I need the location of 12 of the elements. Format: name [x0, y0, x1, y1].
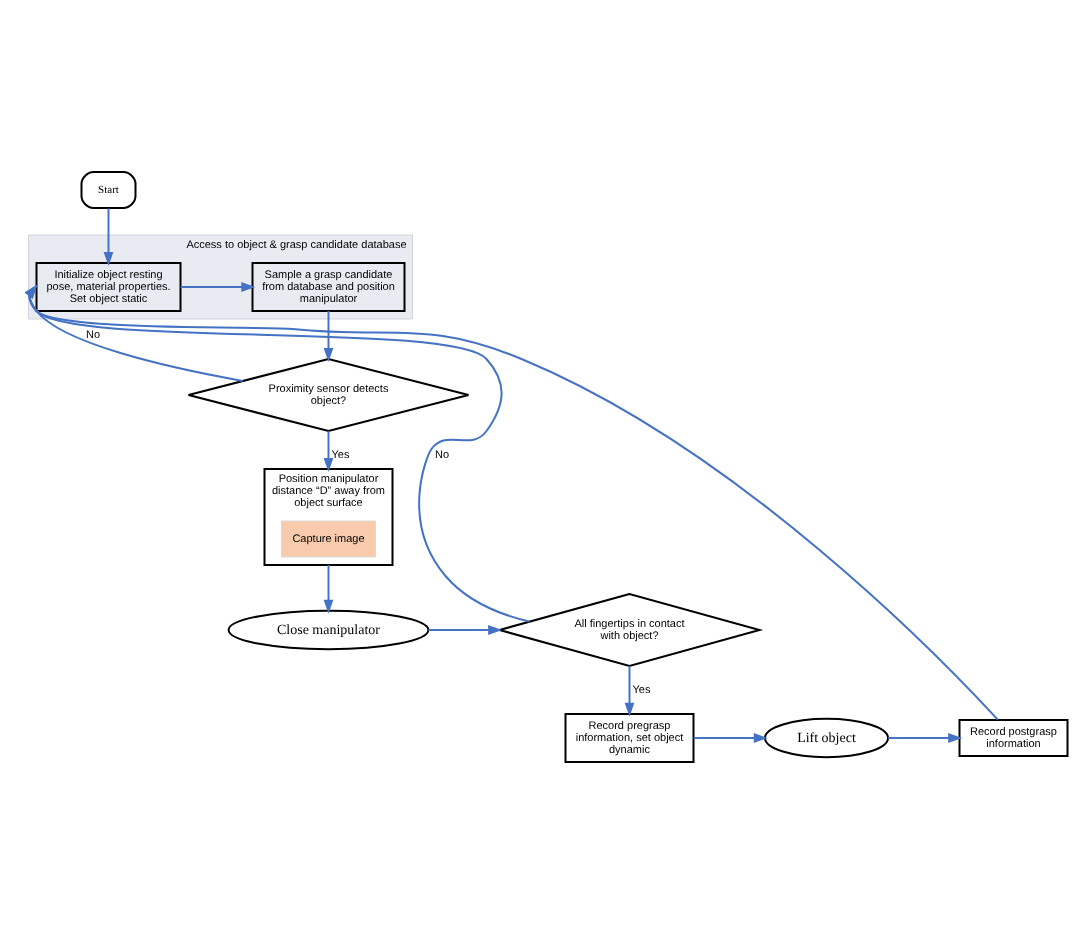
arrow — [887, 732, 963, 742]
arrow — [24, 283, 999, 720]
arrow — [624, 664, 635, 716]
arrow — [427, 624, 503, 634]
arrow — [24, 283, 531, 622]
arrow — [323, 429, 334, 472]
arrow — [24, 283, 244, 381]
arrow — [692, 732, 768, 742]
arrow — [323, 563, 334, 613]
arrow — [179, 281, 256, 291]
arrow — [103, 206, 114, 265]
arrow — [323, 309, 334, 361]
